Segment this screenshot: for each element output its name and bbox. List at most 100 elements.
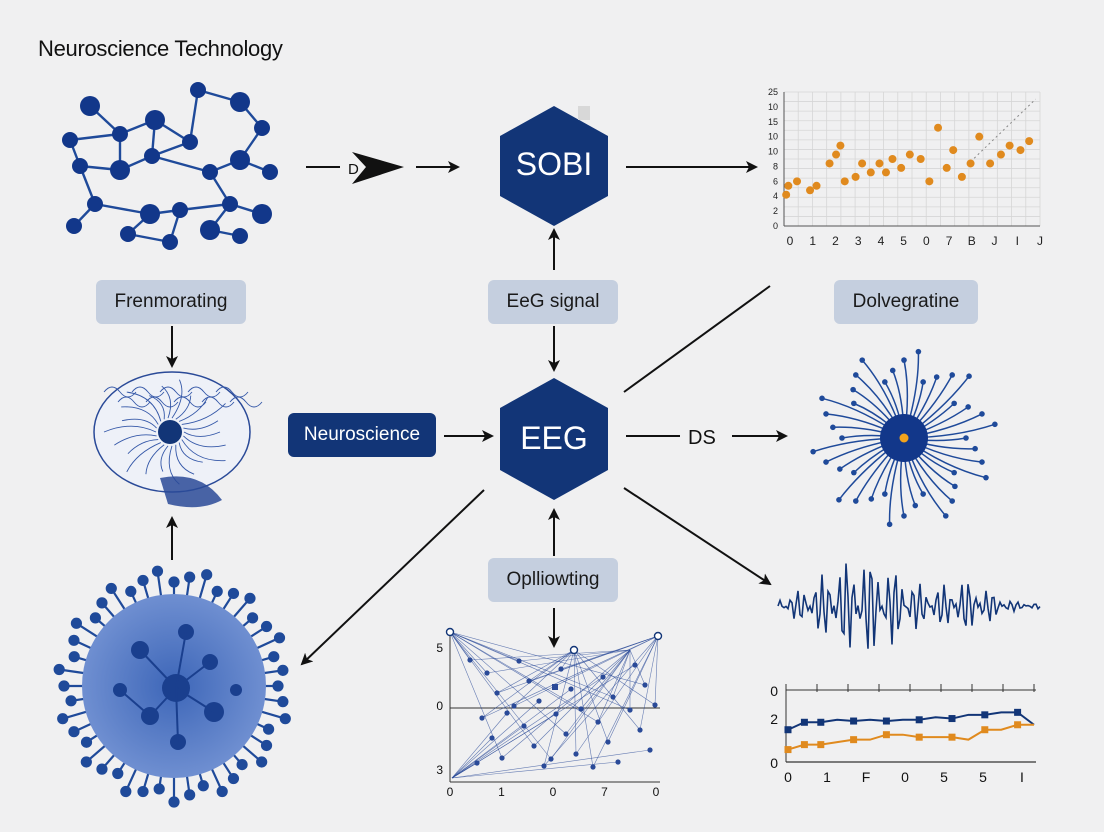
eeg-label: EEG bbox=[520, 420, 588, 456]
scatter-x-tick: 7 bbox=[946, 234, 953, 248]
scatter-y-tick: 10 bbox=[768, 132, 778, 142]
d-arrow-label: D bbox=[348, 161, 359, 178]
web-point bbox=[573, 751, 579, 757]
line-point bbox=[1014, 708, 1022, 716]
neuron-illustration bbox=[810, 348, 998, 528]
line-x-tick: 5 bbox=[940, 769, 948, 785]
scatter-point bbox=[905, 150, 914, 159]
line-x-tick: I bbox=[1020, 769, 1024, 785]
scatter-x-tick: J bbox=[992, 234, 998, 248]
web-hub bbox=[569, 645, 579, 655]
network-molecule-illustration bbox=[62, 82, 278, 250]
web-point bbox=[474, 760, 480, 766]
web-point bbox=[499, 755, 505, 761]
scatter-y-tick: 2 bbox=[773, 206, 778, 216]
line-point bbox=[817, 718, 825, 726]
line-point bbox=[882, 717, 890, 725]
scatter-point bbox=[881, 168, 890, 177]
line-point bbox=[915, 716, 923, 724]
scatter-point bbox=[793, 177, 802, 186]
web-point bbox=[610, 694, 616, 700]
sobi-label: SOBI bbox=[515, 146, 593, 182]
scatter-point bbox=[888, 155, 897, 163]
scatter-point bbox=[866, 168, 875, 177]
web-y-tick: 5 bbox=[436, 641, 443, 655]
scatter-x-tick: 4 bbox=[878, 234, 885, 248]
web-point bbox=[563, 731, 569, 737]
scatter-trendline bbox=[970, 98, 1037, 163]
line-point bbox=[850, 717, 858, 725]
line-x-tick: 5 bbox=[979, 769, 987, 785]
line-y-tick: 0 bbox=[770, 755, 778, 771]
scatter-point bbox=[897, 163, 906, 172]
web-point bbox=[578, 706, 584, 712]
web-point bbox=[647, 747, 653, 753]
arrows bbox=[166, 161, 788, 666]
scatter-point bbox=[1025, 137, 1034, 146]
scatter-point bbox=[942, 163, 951, 172]
scatter-point bbox=[832, 150, 841, 159]
scatter-point bbox=[858, 159, 867, 168]
scatter-x-tick: I bbox=[1016, 234, 1019, 248]
web-y-tick: 3 bbox=[436, 763, 443, 777]
eeg-signal-node: EeG signal bbox=[488, 280, 618, 324]
web-point bbox=[568, 686, 574, 692]
scatter-point bbox=[851, 172, 860, 181]
web-x-tick: 1 bbox=[498, 785, 505, 799]
web-point bbox=[484, 670, 490, 676]
line-point bbox=[981, 726, 989, 734]
line-point bbox=[948, 715, 956, 723]
d-arrowhead-icon bbox=[352, 152, 404, 184]
line-series-2 bbox=[787, 723, 1034, 751]
scatter-point bbox=[840, 177, 849, 186]
scatter-point bbox=[925, 177, 934, 186]
web-point bbox=[494, 690, 500, 696]
line-point bbox=[981, 711, 989, 719]
scatter-x-tick: 0 bbox=[923, 234, 930, 248]
frenmorating-node: Frenmorating bbox=[96, 280, 246, 324]
scatter-point bbox=[934, 123, 943, 132]
scatter-x-tick: J bbox=[1037, 234, 1043, 248]
line-point bbox=[1014, 721, 1022, 729]
line-point bbox=[817, 741, 825, 749]
scatter-x-tick: 2 bbox=[832, 234, 839, 248]
line-point bbox=[948, 733, 956, 741]
scatter-point bbox=[784, 181, 793, 190]
scatter-point bbox=[966, 159, 975, 168]
scatter-point bbox=[875, 159, 884, 168]
scatter-x-tick: 0 bbox=[787, 234, 794, 248]
line-point bbox=[784, 726, 792, 734]
web-point bbox=[595, 719, 601, 725]
scatter-point bbox=[782, 190, 791, 199]
web-point bbox=[600, 674, 606, 680]
line-x-tick: 0 bbox=[784, 769, 792, 785]
line-y-tick: 0 bbox=[770, 683, 778, 699]
scatter-x-tick: 5 bbox=[900, 234, 907, 248]
sobi-hexagon bbox=[500, 106, 608, 226]
scatter-x-tick: 1 bbox=[809, 234, 816, 248]
web-hub bbox=[653, 631, 663, 641]
web-point bbox=[558, 666, 564, 672]
scatter-y-tick: 0 bbox=[773, 221, 778, 231]
brain-illustration bbox=[93, 371, 263, 508]
web-point bbox=[632, 662, 638, 668]
line-y-tick: 2 bbox=[770, 711, 778, 727]
oplliowting-node: Oplliowting bbox=[488, 558, 618, 602]
web-point bbox=[516, 658, 522, 664]
scatter-y-tick: 25 bbox=[768, 87, 778, 97]
web-x-tick: 0 bbox=[447, 785, 454, 799]
scatter-y-tick: 15 bbox=[768, 117, 778, 127]
line-series-1 bbox=[787, 711, 1035, 731]
scatter-y-tick: 10 bbox=[768, 147, 778, 157]
web-point bbox=[511, 703, 517, 709]
scatter-point bbox=[1016, 146, 1025, 155]
scatter-point bbox=[812, 181, 821, 190]
line-point bbox=[800, 718, 808, 726]
scatter-point bbox=[996, 150, 1005, 159]
eeg-waveform bbox=[777, 563, 1041, 649]
